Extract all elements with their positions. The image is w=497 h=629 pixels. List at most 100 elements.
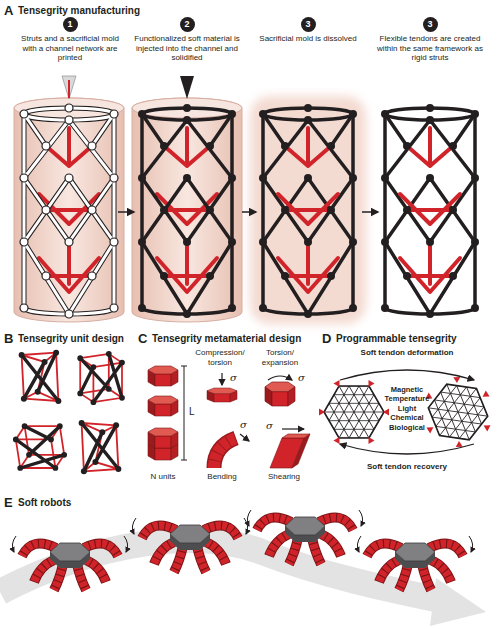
deformation-modes (207, 373, 310, 468)
step-number: 3 (423, 17, 438, 32)
stress-symbol: σ (298, 372, 305, 384)
tensegrity-units-part (13, 423, 67, 471)
step-two-injection (132, 76, 242, 322)
step-number: 3 (301, 17, 316, 32)
step-number: 2 (180, 17, 195, 32)
panel-letter: A (4, 3, 13, 19)
metamaterial-stack-part (148, 366, 178, 386)
deformation-modes-part (207, 388, 237, 402)
step-number: 1 (63, 17, 78, 32)
tensegrity-units (13, 350, 125, 475)
step-four-tensegrity-part (381, 104, 479, 318)
step-one-mold-part (14, 98, 124, 322)
deformation-modes-part (265, 382, 295, 406)
programmable-lattices-part (315, 370, 394, 455)
programmable-lattices (315, 364, 497, 460)
step-four-tensegrity (381, 104, 479, 318)
metamaterial-stack-part (181, 366, 187, 460)
panel-letter: C (138, 331, 147, 347)
deformation-label: Compression/ torsion (191, 348, 249, 367)
panel-title: Tensegrity manufacturing (18, 3, 140, 19)
tensegrity-units-part (19, 350, 62, 404)
soft-robot-path (0, 510, 486, 626)
programmable-lattices-part-part-part (315, 370, 394, 455)
step-two-injection-part (180, 76, 194, 99)
unit-count-label: N units (138, 472, 188, 482)
deformation-modes-part (268, 376, 292, 380)
step-three-dissolve-part (250, 96, 366, 324)
metamaterial-stack (148, 366, 187, 460)
stress-symbol: σ (230, 372, 237, 384)
step-caption: Flexible tendons are created within the … (374, 34, 486, 63)
programmable-lattices-part-part (425, 382, 492, 442)
deformation-modes-part (221, 373, 222, 385)
step-one-mold-part (62, 76, 76, 99)
deformation-modes-part (214, 438, 236, 468)
programmable-lattices-part-part-part (315, 370, 394, 455)
stimulus-list: Magnetic Temperature Light Chemical Biol… (382, 385, 432, 432)
programmable-lattices-part (340, 370, 474, 380)
step-one-mold (14, 76, 124, 322)
soft-robot-path-part (357, 536, 472, 590)
step-caption: Sacrificial mold is dissolved (258, 34, 358, 44)
step-one-mold-part-part (20, 104, 118, 318)
step-two-injection-part-part (138, 104, 236, 318)
tensegrity-units-part (77, 351, 125, 405)
step-one-mold-part (68, 80, 70, 98)
process-arrows-part (118, 211, 134, 213)
step-one-mold-part (20, 104, 118, 318)
panel-title: Soft robots (18, 495, 71, 511)
process-arrows-part (242, 211, 256, 213)
step-three-dissolve-part-part (259, 104, 357, 318)
soft-robot-path-part (247, 510, 362, 564)
deformation-label: Bending (197, 472, 247, 482)
process-label: Soft tendon recovery (347, 462, 467, 472)
dimension-label: L (189, 406, 195, 418)
step-caption: Struts and a sacrificial mold with a cha… (16, 34, 124, 63)
programmable-lattices-part-part (319, 380, 389, 444)
process-arrows (118, 211, 378, 213)
panel-letter: D (322, 331, 331, 347)
metamaterial-stack-part (148, 396, 178, 416)
step-one-mold-part-part (24, 108, 114, 314)
panel-letter: B (4, 331, 13, 347)
programmable-lattices-part-part (412, 367, 497, 456)
programmable-lattices-part-part (315, 370, 394, 455)
tensegrity-units-part (79, 420, 122, 474)
panel-letter: E (4, 495, 13, 511)
programmable-lattices-part (409, 364, 497, 460)
panel-title: Programmable tensegrity (336, 331, 457, 347)
step-four-tensegrity-part-part (385, 108, 475, 314)
soft-robot-path-part (132, 518, 247, 572)
step-two-injection-part (132, 98, 242, 322)
panel-title: Tensegrity unit design (18, 331, 124, 347)
deformation-modes-part (282, 434, 310, 438)
step-two-injection-part (138, 104, 236, 318)
deformation-label: Torsion/ expansion (257, 348, 303, 367)
step-three-dissolve-part (259, 104, 357, 318)
deformation-modes-part (292, 434, 310, 468)
step-three-dissolve-part-part (263, 108, 353, 314)
metamaterial-stack-part (148, 428, 178, 448)
deformation-modes-part (282, 428, 304, 429)
panel-title: Tensegrity metamaterial design (152, 331, 301, 347)
programmable-lattices-part-part (413, 364, 497, 459)
deformation-label: Shearing (259, 472, 309, 482)
deformation-modes-part (240, 434, 249, 441)
process-label: Soft tendon deformation (347, 348, 467, 358)
process-arrows-part (362, 211, 378, 213)
soft-robot-path-part (430, 578, 486, 626)
stress-symbol: σ (240, 419, 247, 431)
programmable-lattices-part-part (324, 386, 384, 438)
stress-symbol: σ (266, 420, 273, 432)
soft-robot-path-part (12, 536, 127, 590)
step-caption: Functionalized soft material is injected… (133, 34, 241, 63)
deformation-modes-part (214, 438, 236, 468)
step-two-injection-part-part (142, 108, 232, 314)
step-four-tensegrity-part-part (381, 104, 479, 318)
step-three-dissolve (250, 96, 366, 324)
step-one-mold-part-part (24, 108, 114, 314)
